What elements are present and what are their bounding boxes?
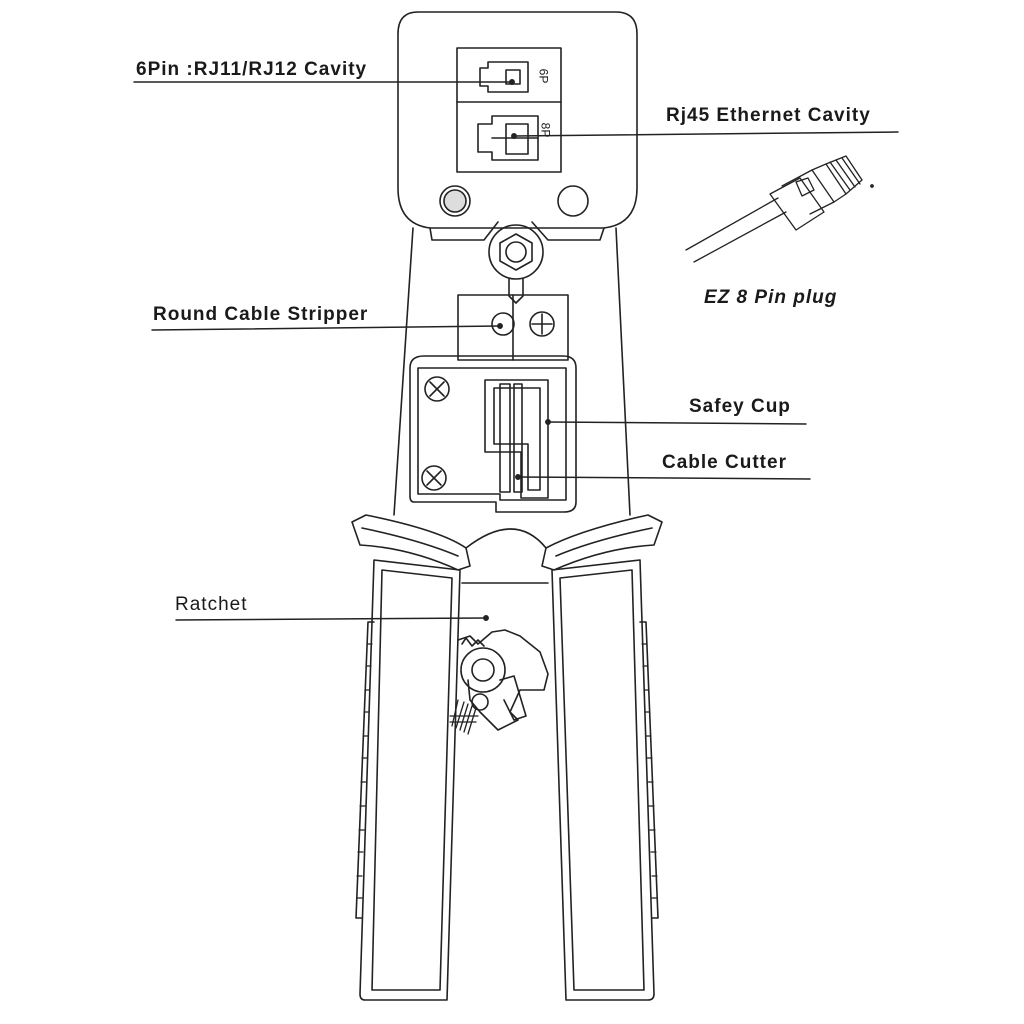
rj11-cavity: [479, 61, 529, 93]
body-plate-left: [393, 227, 414, 516]
ez-plug-illustration: [685, 155, 874, 263]
label-safety-cup: Safey Cup: [689, 396, 791, 417]
handle-collar-left: [351, 514, 471, 571]
hex-nut: [499, 233, 533, 271]
eight-pin-mark: 8P: [538, 122, 553, 138]
rj45-cavity: [477, 115, 539, 161]
label-ez-plug: EZ 8 Pin plug: [704, 287, 838, 308]
label-rj45-cavity: Rj45 Ethernet Cavity: [666, 105, 871, 126]
stripper-screw: [529, 311, 555, 337]
label-round-cable-stripper: Round Cable Stripper: [153, 304, 369, 325]
ratchet-spring: [449, 699, 479, 735]
grip-left: [355, 621, 375, 919]
six-pin-mark: 6P: [536, 68, 551, 84]
body-plate-right: [615, 227, 631, 516]
handle-collar-right: [541, 514, 663, 571]
label-cable-cutter: Cable Cutter: [662, 452, 787, 473]
cavity-panel: [456, 47, 562, 173]
head-pin-right: [557, 185, 589, 217]
tool-head: [397, 11, 638, 229]
cable-cutter: [484, 379, 549, 499]
grip-right: [639, 621, 659, 919]
cup-screw-top: [424, 376, 450, 402]
handle-right: [551, 559, 655, 1001]
head-pin-left: [439, 185, 471, 217]
safety-cup: [409, 355, 577, 513]
handle-left: [359, 559, 461, 1001]
ratchet-mechanism: [457, 629, 549, 731]
label-rj11-cavity: 6Pin :RJ11/RJ12 Cavity: [136, 59, 368, 80]
stripper-hole: [491, 312, 515, 336]
cup-screw-bottom: [421, 465, 447, 491]
leader-lines: [133, 79, 899, 621]
label-ratchet: Ratchet: [175, 594, 248, 615]
